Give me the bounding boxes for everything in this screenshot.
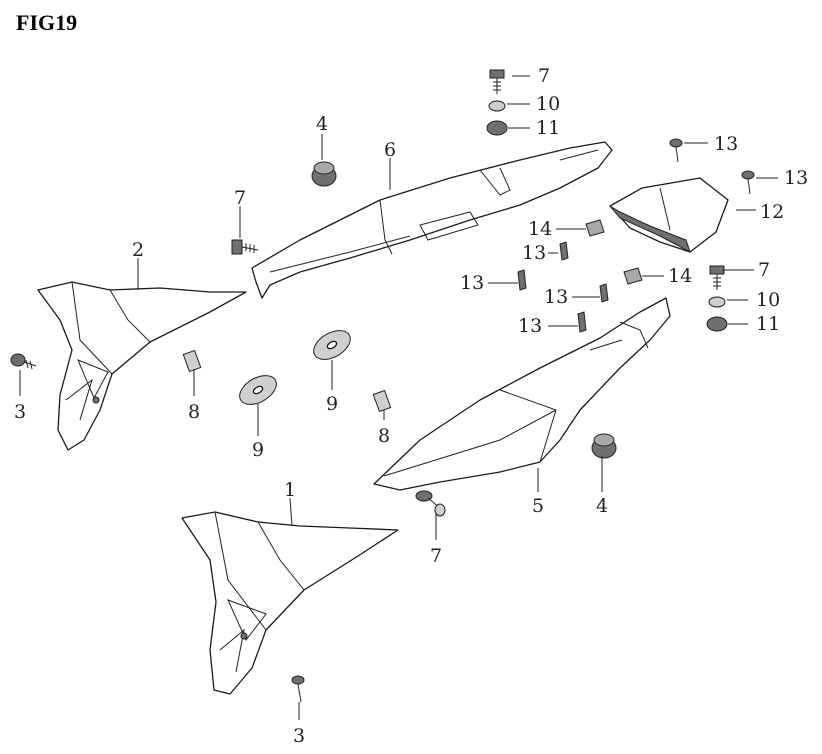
part-14-clip-upper: [585, 219, 605, 237]
callout-7-right: 7: [758, 259, 770, 281]
part-7-bolt-bottom: [415, 490, 446, 517]
callout-10-top: 10: [536, 93, 560, 115]
callout-10-right: 10: [756, 289, 780, 311]
callout-2: 2: [132, 239, 144, 261]
part-7-bolt-right: [709, 265, 725, 290]
callout-labels: 1 2 3 3 4 4 5 6 7 7 7 7 8 8 9 9 10 10 11…: [14, 65, 808, 747]
callout-13-f: 13: [518, 315, 542, 337]
part-9-washer-left: [239, 375, 277, 405]
part-7-bolt-top: [489, 69, 505, 94]
callout-6: 6: [384, 139, 396, 161]
figure-title: FIG19: [16, 10, 78, 35]
part-5-lower-side-cover: [373, 297, 671, 491]
callout-7-left: 7: [234, 187, 246, 209]
callout-11-right: 11: [756, 313, 780, 335]
part-14-clip-lower: [623, 267, 643, 285]
part-3-screw-lower: [291, 675, 305, 703]
part-7-bolt-left: [231, 239, 259, 255]
callout-9-left: 9: [252, 439, 264, 461]
callout-14-lower: 14: [668, 265, 692, 287]
part-8-spacer-left: [182, 349, 202, 373]
callout-8-left: 8: [188, 401, 200, 423]
callout-11-top: 11: [536, 117, 560, 139]
callout-13-b: 13: [784, 167, 808, 189]
part-12-tail-cover: [609, 177, 729, 254]
leader-lines: [19, 75, 778, 720]
part-11-nut-right: [706, 316, 728, 332]
callout-13-c: 13: [522, 242, 546, 264]
part-13-screw-c: [559, 241, 569, 261]
part-13-screw-b: [741, 170, 755, 195]
callout-13-a: 13: [714, 133, 738, 155]
part-1-side-panel-right: [181, 511, 399, 695]
callout-8-right: 8: [378, 425, 390, 447]
callout-13-e: 13: [544, 286, 568, 308]
part-9-washer-right: [313, 330, 351, 360]
part-3-screw-upper: [10, 353, 37, 370]
callout-13-d: 13: [460, 272, 484, 294]
callout-14-upper: 14: [528, 218, 552, 240]
part-4-grommet-lower: [591, 433, 617, 459]
callout-7-top: 7: [538, 65, 550, 87]
callout-1: 1: [284, 479, 296, 501]
callout-3-lower: 3: [293, 725, 305, 747]
callout-3-upper: 3: [14, 401, 26, 423]
callout-4-lower: 4: [596, 495, 608, 517]
callout-9-right: 9: [326, 393, 338, 415]
part-13-screw-f: [577, 311, 587, 333]
part-13-screw-d: [517, 269, 527, 291]
part-11-nut-top: [486, 120, 508, 136]
part-10-washer-top: [488, 100, 506, 112]
callout-5: 5: [532, 495, 544, 517]
part-4-grommet-upper: [311, 161, 337, 187]
part-8-spacer-right: [372, 389, 392, 413]
part-13-screw-a: [669, 138, 683, 163]
part-13-screw-e: [599, 283, 609, 303]
part-2-side-panel-left: [37, 281, 247, 451]
callout-12: 12: [760, 201, 784, 223]
callout-4-upper: 4: [316, 113, 328, 135]
part-10-washer-right: [708, 296, 726, 308]
part-6-upper-side-cover: [251, 141, 613, 299]
callout-7-bottom: 7: [430, 545, 442, 567]
